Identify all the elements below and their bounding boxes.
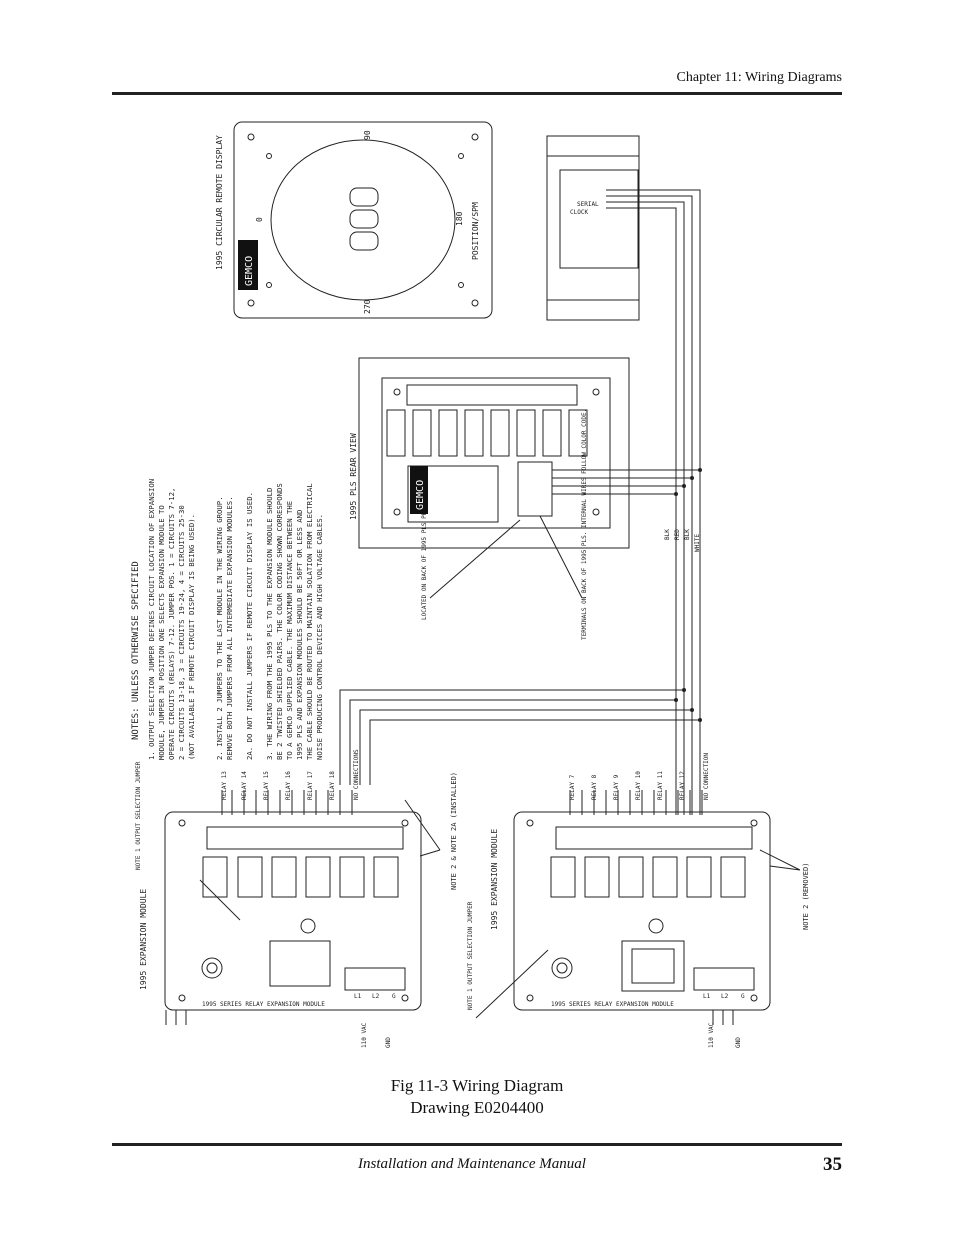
left-term-l1: L1: [354, 993, 362, 1000]
header-rule: [112, 92, 842, 95]
left-term-l2: L2: [372, 993, 380, 1000]
display-tick-270: 270: [363, 299, 372, 314]
right-term-l1: L1: [703, 993, 711, 1000]
note-line-4: 2 = CIRCUITS 13-18, 3 = CIRCUITS 19-24, …: [177, 505, 186, 760]
left-relay-14: RELAY 14: [241, 771, 248, 800]
right-relay-8: RELAY 8: [591, 774, 598, 800]
right-relay-7: RELAY 7: [569, 774, 576, 800]
right-no-connection: NO CONNECTION: [703, 753, 710, 800]
display-tick-90: 90: [363, 130, 372, 140]
left-module: [164, 811, 422, 1011]
display-gemco-logo: [238, 240, 258, 290]
left-relay-15: RELAY 15: [263, 771, 270, 800]
display-axis-label: POSITION/SPM: [471, 202, 480, 260]
right-relay-12: RELAY 12: [679, 771, 686, 800]
right-module: [513, 811, 771, 1011]
left-no-connections: NO CONNECTIONS: [353, 749, 360, 800]
clock-label: CLOCK: [570, 209, 588, 216]
note-terminals: TERMINALS ON BACK OF 1995 PLS. INTERNAL …: [581, 409, 588, 640]
right-term-l2: L2: [721, 993, 729, 1000]
note1-left: NOTE 1 OUTPUT SELECTION JUMPER: [135, 761, 142, 870]
right-power-vac: 110 VAC: [708, 1022, 715, 1048]
left-module-bottom: 1995 SERIES RELAY EXPANSION MODULE: [202, 1001, 325, 1008]
left-relay-13: RELAY 13: [221, 771, 228, 800]
footer-rule: [112, 1143, 842, 1146]
serial-label: SERIAL: [577, 201, 599, 208]
pls-gemco-logo: [410, 466, 428, 514]
right-relay-9: RELAY 9: [613, 774, 620, 800]
caption-line-2: Drawing E0204400: [410, 1098, 544, 1117]
pls-logo-text: GEMCO: [415, 480, 426, 510]
display-logo-text: GEMCO: [244, 256, 255, 286]
note-located: LOCATED ON BACK OF 1995 PLS PROGRAMMER.: [421, 479, 428, 620]
display-title: 1995 CIRCULAR REMOTE DISPLAY: [215, 135, 224, 270]
page-number: 35: [823, 1154, 842, 1175]
note-line-7: REMOVE BOTH JUMPERS FROM ALL INTERMEDIAT…: [225, 496, 234, 760]
note-line-8: 2A. DO NOT INSTALL JUMPERS IF REMOTE CIR…: [245, 492, 254, 760]
wire-color-blk-2: BLK: [684, 529, 691, 540]
wire-color-blk-1: BLK: [664, 529, 671, 540]
display-panel: [233, 121, 493, 319]
right-power-gnd: GND: [735, 1037, 742, 1048]
note-line-10: BE 2 TWISTED SHIELDED PAIRS. THE COLOR C…: [275, 483, 284, 760]
note-line-6: 2. INSTALL 2 JUMPERS TO THE LAST MODULE …: [215, 496, 224, 760]
pls-panel: [358, 357, 630, 549]
note-line-9: 3. THE WIRING FROM THE 1995 PLS TO THE E…: [265, 488, 274, 760]
note2-left: NOTE 2 & NOTE 2A (INSTALLED): [450, 772, 458, 890]
note-line-12: 1995 PLS AND EXPANSION MODULES SHOULD BE…: [295, 510, 304, 760]
left-term-g: G: [392, 993, 396, 1000]
note-line-14: NOISE PRODUCING CONTROL DEVICES AND HIGH…: [315, 514, 324, 760]
right-module-label: 1995 EXPANSION MODULE: [490, 829, 499, 930]
right-relay-11: RELAY 11: [657, 771, 664, 800]
left-relay-18: RELAY 18: [329, 771, 336, 800]
left-power-vac: 110 VAC: [361, 1022, 368, 1048]
display-tick-0: 0: [255, 217, 264, 222]
left-relay-16: RELAY 16: [285, 771, 292, 800]
right-module-bottom: 1995 SERIES RELAY EXPANSION MODULE: [551, 1001, 674, 1008]
note-line-2: MODULE, JUMPER IN POSITION ONE SELECTS E…: [157, 505, 166, 760]
right-term-g: G: [741, 993, 745, 1000]
wire-color-white: WHITE: [694, 534, 701, 552]
pls-title: 1995 PLS REAR VIEW: [349, 433, 358, 520]
note-line-5: (NOT AVAILABLE IF REMOTE CIRCUIT DISPLAY…: [187, 514, 196, 760]
notes-header: NOTES: UNLESS OTHERWISE SPECIFIED: [131, 561, 141, 740]
note-line-13: THE CABLE SHOULD BE ROUTED TO MAINTAIN S…: [305, 483, 314, 760]
footer-manual-title: Installation and Maintenance Manual: [358, 1156, 586, 1172]
note-line-1: 1. OUTPUT SELECTION JUMPER DEFINES CIRCU…: [147, 479, 156, 760]
display-tick-180: 180: [455, 211, 464, 226]
chapter-header: Chapter 11: Wiring Diagrams: [676, 70, 842, 85]
wire-color-red: RED: [674, 529, 681, 540]
caption-line-1: Fig 11-3 Wiring Diagram: [390, 1076, 564, 1095]
note-line-3: OPERATE CIRCUITS (RELAYS) 7-12. JUMPER P…: [167, 488, 176, 760]
left-module-label: 1995 EXPANSION MODULE: [139, 889, 148, 990]
note2-right: NOTE 2 (REMOVED): [802, 863, 810, 930]
figure-caption: Fig 11-3 Wiring Diagram Drawing E0204400: [0, 1075, 954, 1119]
note1-right: NOTE 1 OUTPUT SELECTION JUMPER: [467, 901, 474, 1010]
left-relay-17: RELAY 17: [307, 771, 314, 800]
left-power-gnd: GND: [385, 1037, 392, 1048]
note-line-11: TO A GEMCO SUPPLIED CABLE. THE MAXIMUM D…: [285, 501, 294, 760]
right-relay-10: RELAY 10: [635, 771, 642, 800]
